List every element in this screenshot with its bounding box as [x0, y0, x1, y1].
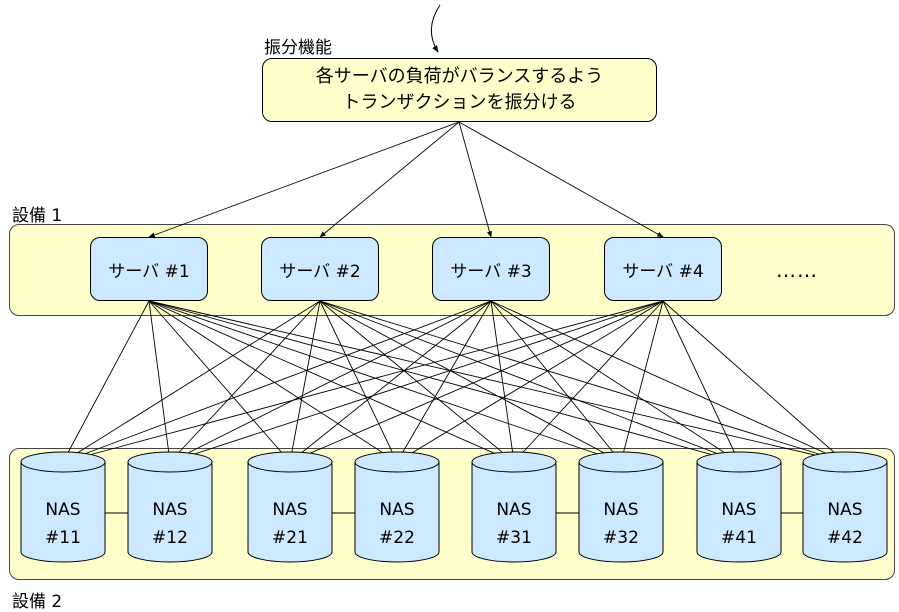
dispatch-function-label: 振分機能 [264, 38, 332, 58]
server-1: サーバ #1 [90, 237, 208, 301]
server-3-to-nas-41-line [490, 300, 740, 463]
server-4-to-nas-21-line [289, 300, 664, 463]
dispatch-description-line-2: トランザクションを振分ける [342, 92, 577, 113]
nas-cylinder-32 [578, 451, 664, 563]
server-4-to-nas-11-line [62, 300, 664, 463]
server-4-to-nas-32-line [620, 300, 664, 463]
nas-21-label: NAS#21 [272, 500, 308, 548]
server-2-to-nas-11-line [62, 300, 321, 463]
nas-cylinder-21 [247, 451, 333, 563]
server-2-to-nas-32-line [319, 300, 622, 463]
server-1-to-nas-21-line [148, 300, 291, 463]
server-1-to-nas-11-line [62, 300, 150, 463]
server-1-to-nas-22-line [148, 300, 398, 463]
dispatch-to-server-2-arrow [319, 121, 460, 238]
nas-31-label: NAS#31 [496, 500, 532, 548]
server-2-to-nas-12-line [169, 300, 321, 463]
dispatch-to-server-1-arrow [148, 121, 460, 238]
nas-cylinders [20, 451, 888, 563]
server-4-to-nas-41-line [662, 300, 740, 463]
server-4: サーバ #4 [604, 237, 722, 301]
nas-42-label: NAS#42 [827, 500, 863, 548]
incoming-transaction-arrow [431, 4, 441, 53]
nas-cylinder-42 [802, 451, 888, 563]
server-3-to-nas-32-line [490, 300, 622, 463]
nas-cylinder-41 [696, 451, 782, 563]
nas-cylinder-31 [471, 451, 557, 563]
dispatch-to-server-4-arrow [458, 121, 664, 238]
dispatch-to-server-3-arrow [458, 121, 492, 238]
equipment-1-label: 設備 1 [12, 206, 63, 226]
nas-cylinder-12 [127, 451, 213, 563]
server-3: サーバ #3 [432, 237, 550, 301]
server-4-to-nas-31-line [513, 300, 664, 463]
nas-cylinder-22 [354, 451, 440, 563]
connection-lines [62, 121, 846, 514]
server-2-to-nas-42-line [319, 300, 846, 463]
server-2: サーバ #2 [261, 237, 379, 301]
nas-12-label: NAS#12 [152, 500, 188, 548]
nas-41-label: NAS#41 [721, 500, 757, 548]
server-1-to-nas-12-line [148, 300, 171, 463]
server-1-to-nas-42-line [148, 300, 846, 463]
server-3-to-nas-11-line [62, 300, 492, 463]
server-4-to-nas-42-line [662, 300, 846, 463]
more-servers-ellipsis: …… [776, 258, 818, 282]
equipment-2-label: 設備 2 [12, 592, 63, 612]
dispatch-function-box: 各サーバの負荷がバランスするよう トランザクションを振分ける [262, 58, 657, 122]
server-4-to-nas-22-line [396, 300, 664, 463]
nas-cylinder-11 [20, 451, 106, 563]
server-1-to-nas-32-line [148, 300, 622, 463]
nas-11-label: NAS#11 [45, 500, 81, 548]
dispatch-description-line-1: 各サーバの負荷がバランスするよう [315, 66, 604, 87]
server-4-to-nas-12-line [169, 300, 664, 463]
nas-22-label: NAS#22 [379, 500, 415, 548]
nas-32-label: NAS#32 [603, 500, 639, 548]
server-3-to-nas-12-line [169, 300, 492, 463]
server-3-to-nas-31-line [490, 300, 515, 463]
server-3-to-nas-22-line [396, 300, 492, 463]
server-2-to-nas-22-line [319, 300, 398, 463]
server-3-to-nas-42-line [490, 300, 846, 463]
server-3-to-nas-21-line [289, 300, 492, 463]
server-2-to-nas-21-line [289, 300, 321, 463]
